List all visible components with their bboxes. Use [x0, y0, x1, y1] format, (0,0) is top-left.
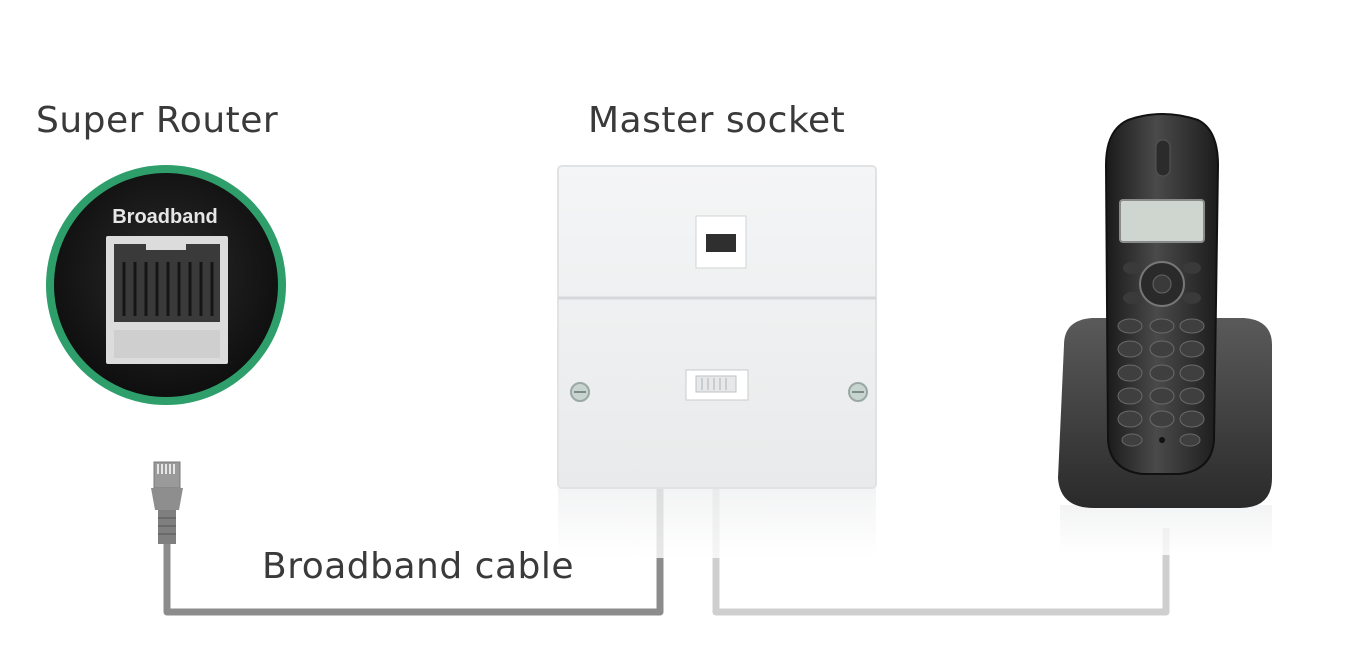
master-socket-icon	[557, 165, 877, 558]
socket-label: Master socket	[588, 100, 846, 141]
cordless-phone-icon	[1058, 113, 1272, 555]
ethernet-plug-icon	[151, 461, 183, 544]
router-label: Super Router	[36, 100, 279, 141]
router-port-label: Broadband	[112, 206, 218, 228]
broadband-cable-label: Broadband cable	[262, 546, 575, 587]
router-port-illustration: Broadband	[46, 165, 286, 405]
ethernet-port-icon	[106, 236, 228, 364]
